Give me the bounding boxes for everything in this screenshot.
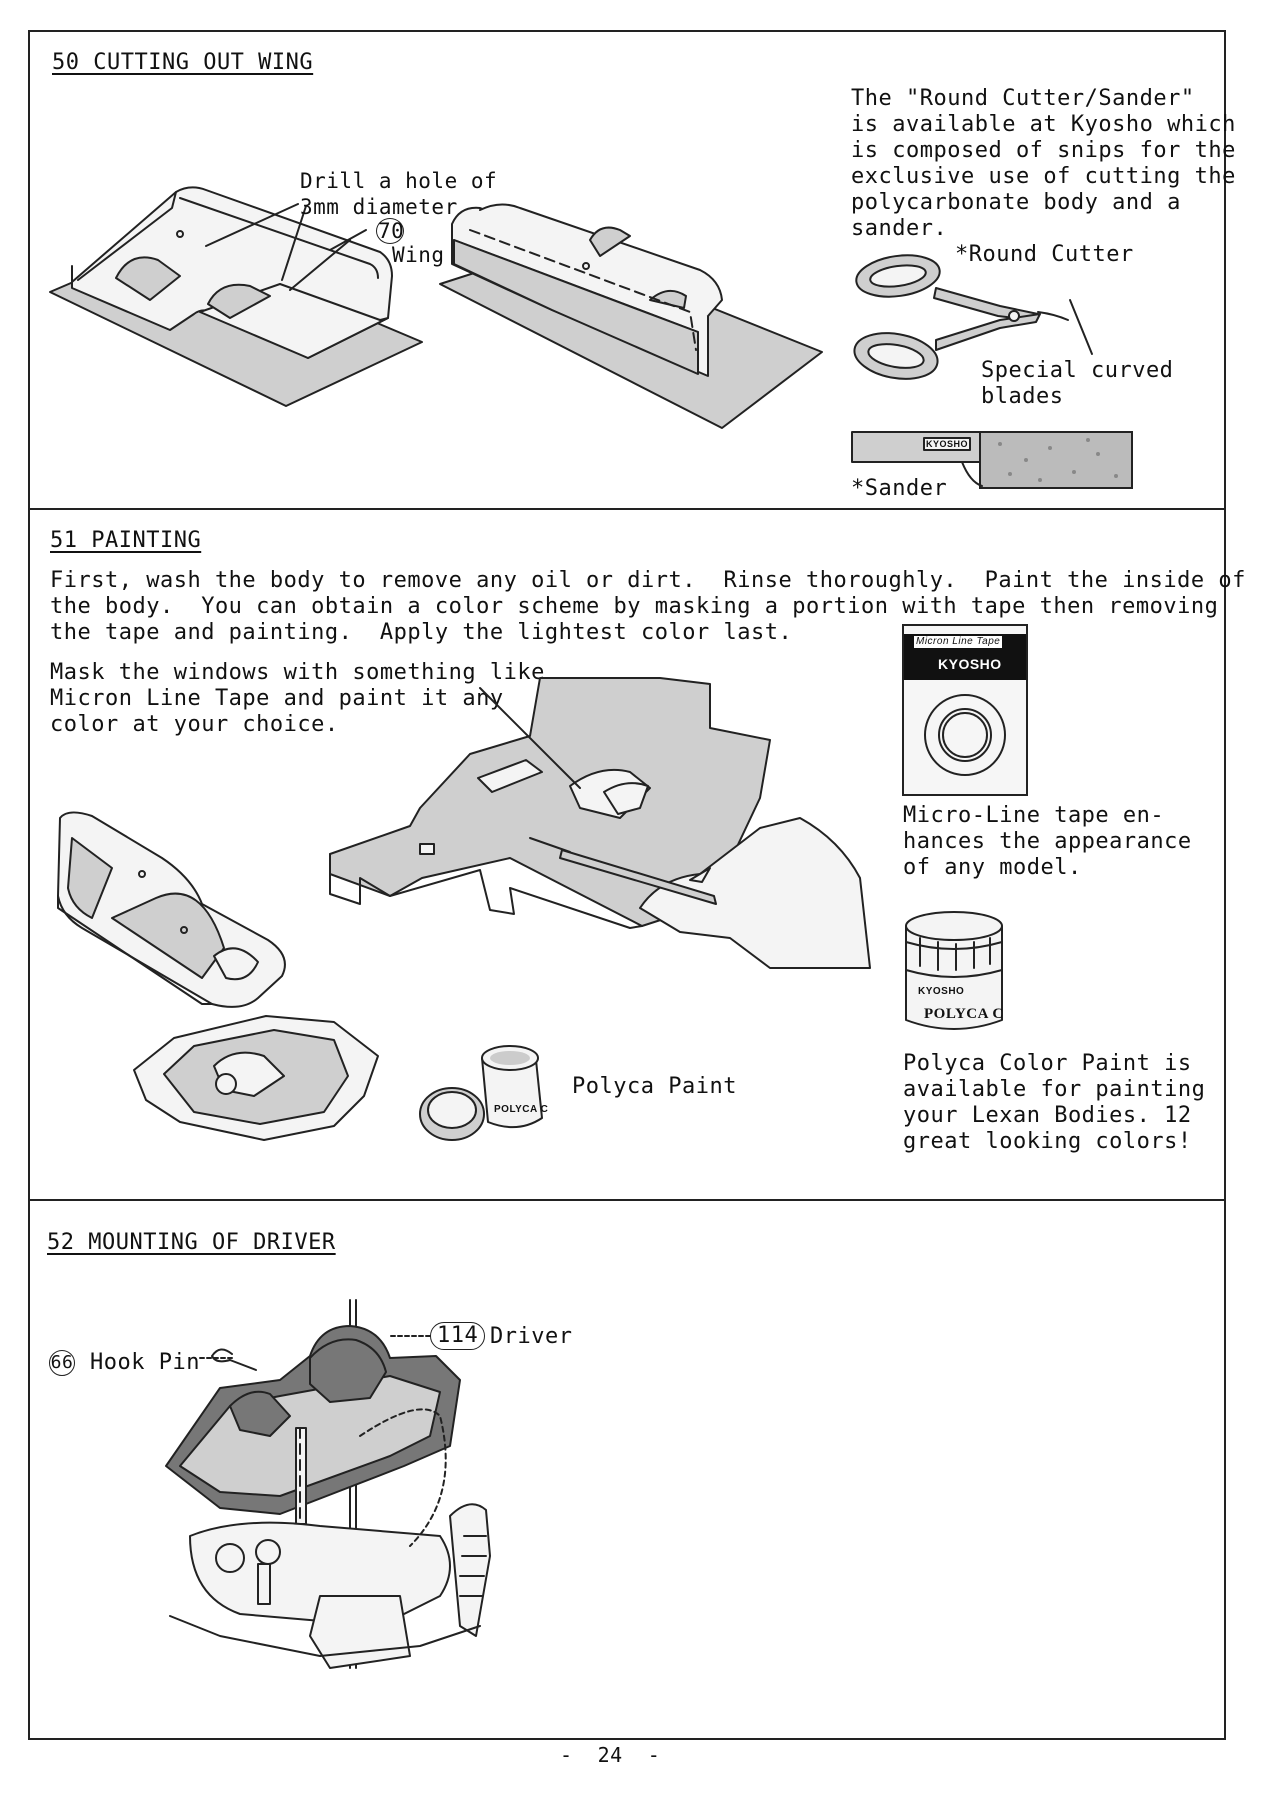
part-name-wing: Wing	[392, 243, 445, 267]
polyca-note-line: your Lexan Bodies. 12	[903, 1103, 1192, 1128]
cutter-info-line: sander.	[851, 216, 948, 241]
cutter-info-line: polycarbonate body and a	[851, 190, 1181, 215]
round-cutter-label: *Round Cutter	[955, 242, 1134, 267]
page-frame	[28, 30, 1226, 1740]
round-cutter-scissors-icon	[853, 254, 1093, 380]
cutter-info-line: is available at Kyosho which	[851, 112, 1236, 137]
tape-note-line: of any model.	[903, 855, 1082, 880]
polyca-note-line: Polyca Color Paint is	[903, 1051, 1192, 1076]
part-number-70: 70	[376, 218, 405, 244]
micron-line-tape-pack: Micron Line Tape KYOSHO	[902, 624, 1028, 796]
cutter-info-line: exclusive use of cutting the	[851, 164, 1236, 189]
driver-label: Driver	[490, 1324, 573, 1349]
painting-intro-line: the tape and painting. Apply the lightes…	[50, 620, 793, 645]
small-jar-label: POLYCA C	[494, 1104, 549, 1115]
section-divider-2	[28, 1199, 1226, 1201]
cockpit-tub-illustration	[133, 1015, 379, 1141]
wing-part-illustration	[57, 811, 286, 1008]
tape-note-line: hances the appearance	[903, 829, 1192, 854]
section-divider-1	[28, 508, 1226, 510]
driver-mounting-illustration	[165, 1299, 491, 1669]
polyca-note-line: great looking colors!	[903, 1129, 1192, 1154]
section-51-heading: 51 PAINTING	[50, 528, 202, 553]
page-number: - 24 -	[560, 1743, 661, 1767]
wing-body-illustration-right	[439, 203, 823, 429]
hook-pin-number: 66	[49, 1350, 75, 1376]
sander-brand-text: KYOSHO	[926, 439, 969, 449]
sander-tool-icon	[851, 431, 1133, 489]
drill-callout-line-2: 3mm diameter.	[300, 195, 471, 219]
hook-pin-label: Hook Pin	[90, 1350, 200, 1375]
cutter-info-line: The "Round Cutter/Sander"	[851, 86, 1195, 111]
blades-label-line-1: Special curved	[981, 358, 1174, 383]
callout-leader-lines	[205, 203, 367, 281]
mask-note-line: color at your choice.	[50, 712, 339, 737]
tape-roll-icon	[924, 694, 1006, 776]
drill-callout-line-1: Drill a hole of	[300, 169, 498, 193]
polyca-note-line: available for painting	[903, 1077, 1206, 1102]
polyca-color-jar-icon	[905, 911, 1003, 1030]
wing-body-illustration-left	[49, 186, 423, 407]
sander-label: *Sander	[851, 476, 948, 501]
tape-note-line: Micro-Line tape en-	[903, 803, 1165, 828]
big-jar-label: POLYCA C	[924, 1006, 1004, 1022]
tape-pack-brand: KYOSHO	[938, 656, 1002, 672]
section-52-heading: 52 MOUNTING OF DRIVER	[47, 1230, 336, 1255]
polyca-paint-label: Polyca Paint	[572, 1074, 737, 1099]
section-50-heading: 50 CUTTING OUT WING	[52, 50, 314, 75]
body-painting-illustration	[329, 677, 871, 969]
painting-intro-line: First, wash the body to remove any oil o…	[50, 568, 1246, 593]
mask-note-line: Mask the windows with something like	[50, 660, 545, 685]
blades-label-line-2: blades	[981, 384, 1064, 409]
polyca-paint-jar-icon	[419, 1045, 543, 1141]
cutter-info-line: is composed of snips for the	[851, 138, 1236, 163]
cutter-info-block: The "Round Cutter/Sander" is available a…	[851, 86, 1236, 242]
mask-note-line: Micron Line Tape and paint it any	[50, 686, 504, 711]
driver-number: 114	[430, 1322, 486, 1350]
painting-intro-line: the body. You can obtain a color scheme …	[50, 594, 1219, 619]
tape-pack-title: Micron Line Tape	[914, 636, 1003, 648]
big-jar-brand: KYOSHO	[918, 986, 965, 997]
